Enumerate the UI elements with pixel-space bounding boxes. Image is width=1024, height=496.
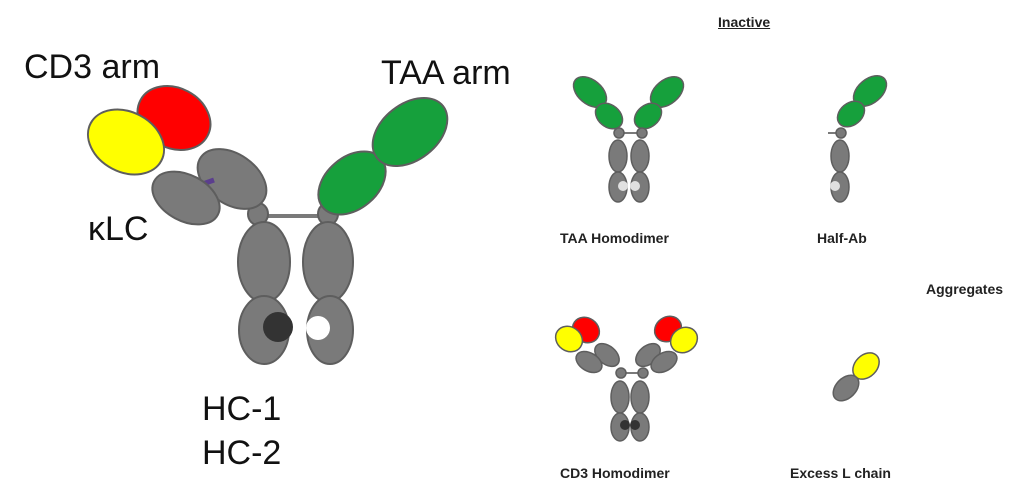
excess-l-chain-label: Excess L chain [790, 465, 891, 481]
hole [306, 316, 330, 340]
inactive-heading: Inactive [718, 14, 771, 30]
hc2-ch2-domain [302, 221, 354, 303]
taa-homodimer-diagram [572, 75, 685, 203]
hc2-label: HC-2 [202, 434, 282, 472]
taa-arm-label: TAA arm [381, 54, 511, 92]
cd3-homodimer-diagram [554, 315, 699, 442]
taa-variable [371, 97, 449, 167]
klc-label: κLC [88, 210, 149, 248]
half-ab-diagram [828, 74, 888, 203]
hc1-label: HC-1 [202, 390, 282, 428]
half-ab-label: Half-Ab [817, 230, 867, 246]
hc1-ch2-domain [237, 221, 291, 303]
cd3-arm-label: CD3 arm [24, 48, 161, 86]
aggregates-heading: Aggregates [926, 281, 1004, 297]
taa-homodimer-label: TAA Homodimer [560, 230, 669, 246]
excess-l-chain-diagram [832, 352, 880, 402]
cd3-light-variable [86, 108, 166, 176]
main-antibody [86, 85, 449, 365]
klc-constant-domain [151, 170, 221, 226]
knob [263, 312, 293, 342]
cd3-homodimer-label: CD3 Homodimer [560, 465, 670, 481]
